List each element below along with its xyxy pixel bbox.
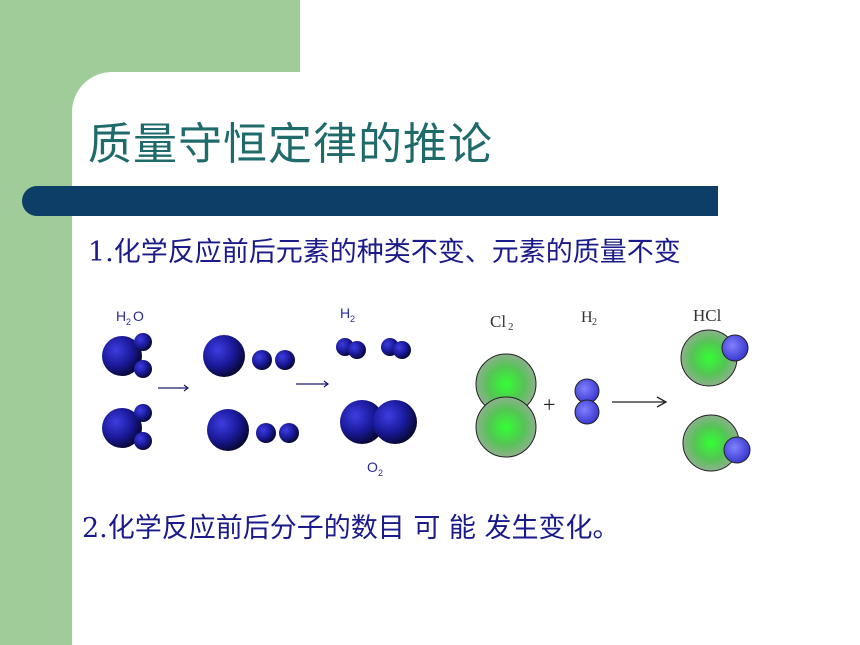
title-underline-bar	[22, 186, 718, 216]
plus-sign: +	[543, 392, 555, 417]
svg-text:H: H	[581, 309, 593, 326]
svg-text:Cl: Cl	[490, 312, 506, 331]
point-1: 1.化学反应前后元素的种类不变、元素的质量不变	[88, 237, 681, 268]
water-label: H 2 O	[116, 308, 144, 327]
svg-text:2: 2	[350, 314, 355, 324]
svg-text:O: O	[367, 459, 378, 475]
separated-atoms-top	[203, 335, 295, 377]
o2-label: O 2	[367, 459, 383, 478]
svg-text:H: H	[116, 308, 126, 324]
h2-label-right: H 2	[581, 309, 597, 328]
svg-text:2: 2	[126, 317, 131, 327]
h2-label-left: H 2	[340, 305, 355, 324]
svg-text:2: 2	[592, 317, 597, 328]
h2-molecules	[336, 338, 411, 359]
water-molecule-bottom	[102, 404, 152, 450]
slide-title: 质量守恒定律的推论	[88, 119, 493, 170]
separated-atoms-bottom	[207, 409, 299, 451]
svg-text:H: H	[340, 305, 350, 321]
svg-text:2: 2	[508, 321, 514, 333]
cl2-molecule	[475, 353, 537, 458]
point-2: 2.化学反应前后分子的数目 可 能 发生变化。	[82, 513, 620, 544]
cl2-label: Cl 2	[490, 312, 514, 333]
svg-text:O: O	[133, 308, 144, 324]
water-molecule-top	[102, 333, 152, 378]
hcl-label: HCl	[693, 306, 722, 325]
h2-molecule-right	[574, 378, 600, 425]
svg-text:2: 2	[378, 468, 383, 478]
hcl-molecule-bottom	[682, 414, 751, 472]
hcl-molecule-top	[680, 329, 749, 387]
background-green-strip	[0, 0, 72, 645]
o2-molecule	[340, 400, 417, 444]
